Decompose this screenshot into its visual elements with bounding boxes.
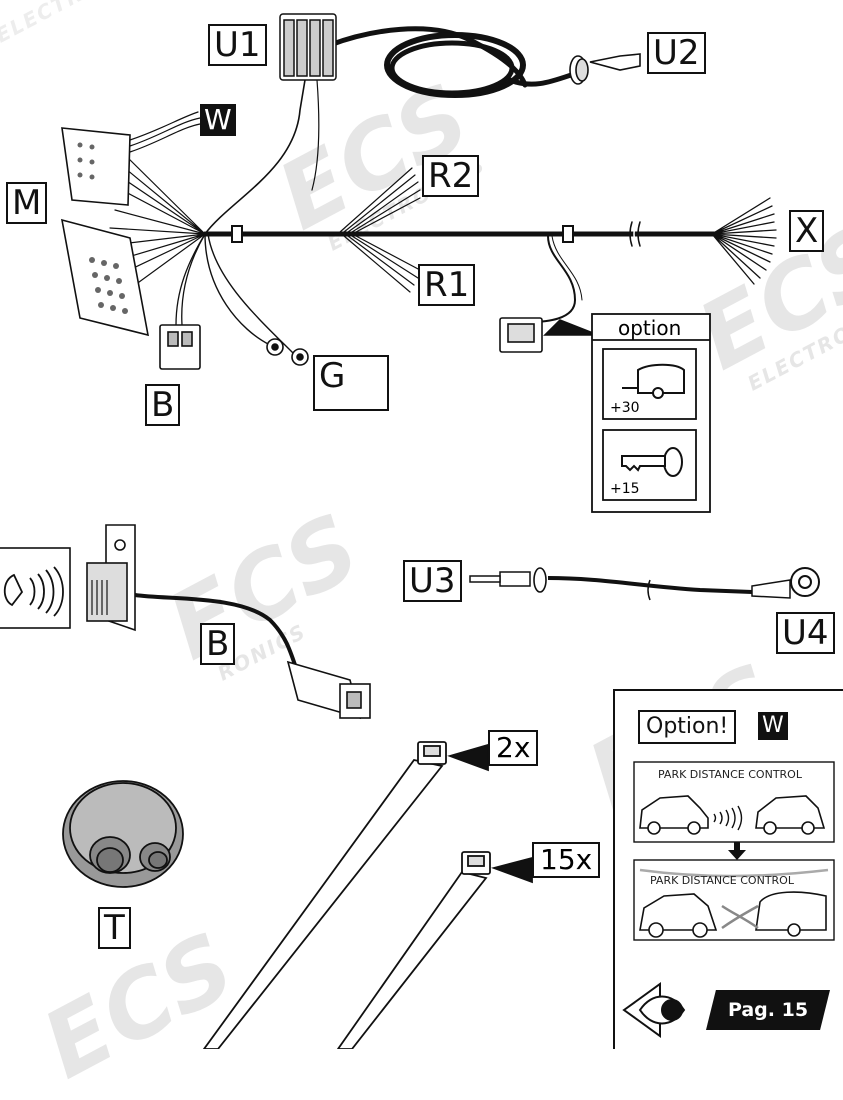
pdc-option-title: Option!	[638, 710, 737, 744]
label-u2: U2	[647, 32, 706, 74]
grommet-u2	[569, 53, 641, 85]
connector-b	[159, 324, 201, 370]
pdc-w-label: W	[758, 712, 788, 740]
cable-tie-short	[336, 851, 533, 1049]
ground-eyelets	[266, 338, 309, 366]
cable-u3-u4	[469, 567, 820, 601]
label-x: X	[789, 210, 825, 252]
cable-tie-long	[202, 741, 489, 1049]
label-b-top: B	[145, 384, 181, 426]
label-u4: U4	[776, 612, 835, 654]
label-t: T	[98, 907, 131, 949]
car-right-icon	[755, 795, 826, 835]
label-r2: R2	[422, 155, 480, 197]
pdc-line2: PARK DISTANCE CONTROL	[650, 874, 794, 887]
label-b-mid: B	[200, 623, 236, 665]
option-item2-value: +15	[610, 481, 640, 497]
arrow-down-icon	[728, 842, 746, 860]
car-with-trailer-icon	[639, 891, 827, 938]
car-left-icon	[639, 795, 709, 835]
label-r1: R1	[418, 264, 476, 306]
label-w: W	[200, 104, 236, 136]
cross-mark-icon	[639, 868, 829, 930]
label-u3: U3	[403, 560, 462, 602]
sound-waves-icon	[713, 805, 743, 831]
grommet-t	[62, 780, 184, 888]
trailer-icon	[622, 363, 685, 399]
connector-m	[60, 218, 150, 337]
buzzer-module	[86, 524, 371, 720]
buzzer-sound-icon	[3, 566, 64, 617]
option-item1-value: +30	[610, 400, 640, 416]
page-reference-badge: Pag. 15	[706, 990, 830, 1030]
label-u1: U1	[208, 24, 267, 66]
cable-tie-qty-15x: 15x	[532, 842, 601, 878]
connector-u1	[279, 13, 337, 81]
key-icon	[621, 447, 683, 477]
label-m: M	[6, 182, 48, 224]
option-box-title: option	[618, 316, 682, 340]
eye-icon	[622, 982, 686, 1038]
cable-tie-qty-2x: 2x	[488, 730, 539, 766]
label-g: G	[313, 355, 389, 411]
connector-w	[61, 127, 131, 206]
option-connector	[499, 317, 599, 353]
pdc-line1: PARK DISTANCE CONTROL	[658, 768, 802, 781]
